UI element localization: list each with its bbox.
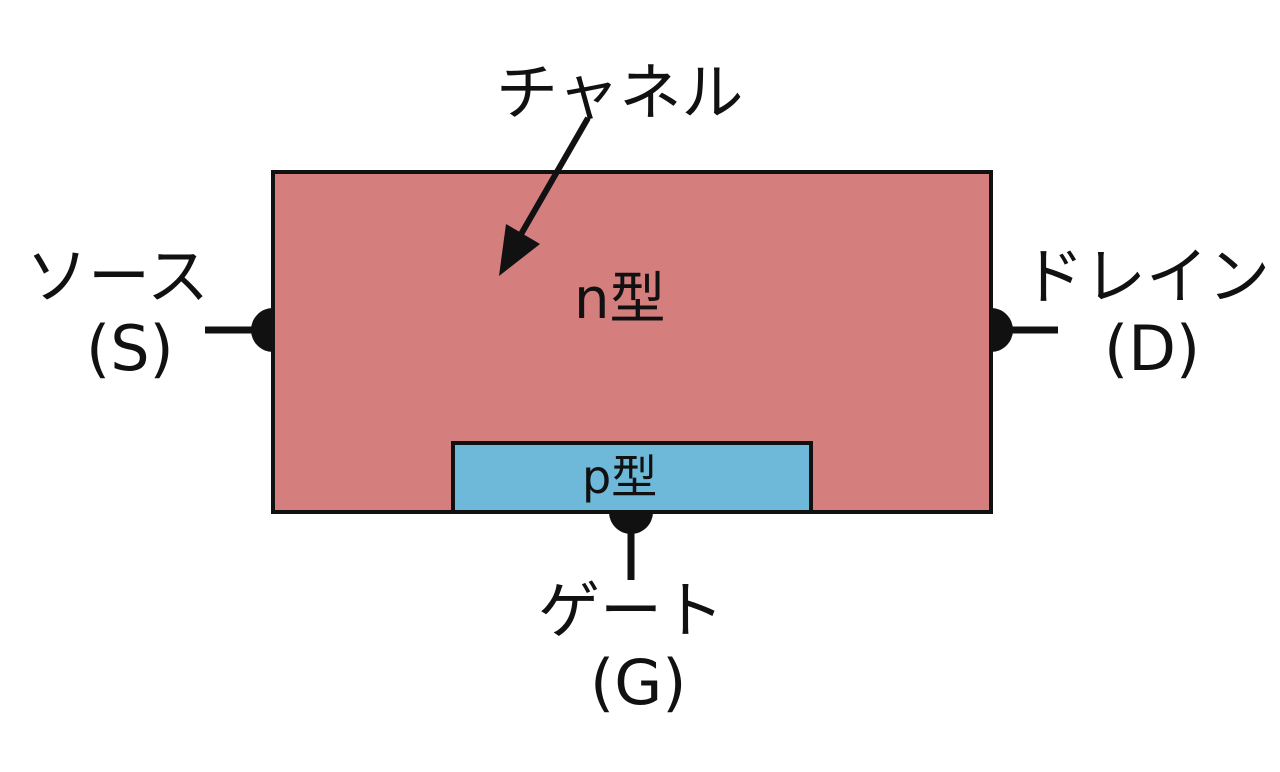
p-type-label: p型 (582, 450, 658, 504)
gate-name-label: ゲート (538, 574, 725, 647)
channel-label: チャネル (496, 56, 744, 129)
channel-arrow-shaft (517, 116, 591, 238)
drain-symbol-label: (D) (1104, 312, 1201, 385)
source-contact-dot (251, 308, 273, 352)
source-symbol-label: (S) (86, 312, 174, 385)
gate-symbol-label: (G) (590, 646, 687, 719)
n-type-label: n型 (574, 267, 666, 332)
source-name-label: ソース (26, 240, 209, 313)
gate-contact-dot (609, 512, 653, 534)
drain-name-label: ドレイン (1022, 240, 1271, 313)
drain-contact-dot (991, 308, 1013, 352)
channel-arrow-head (499, 224, 540, 276)
